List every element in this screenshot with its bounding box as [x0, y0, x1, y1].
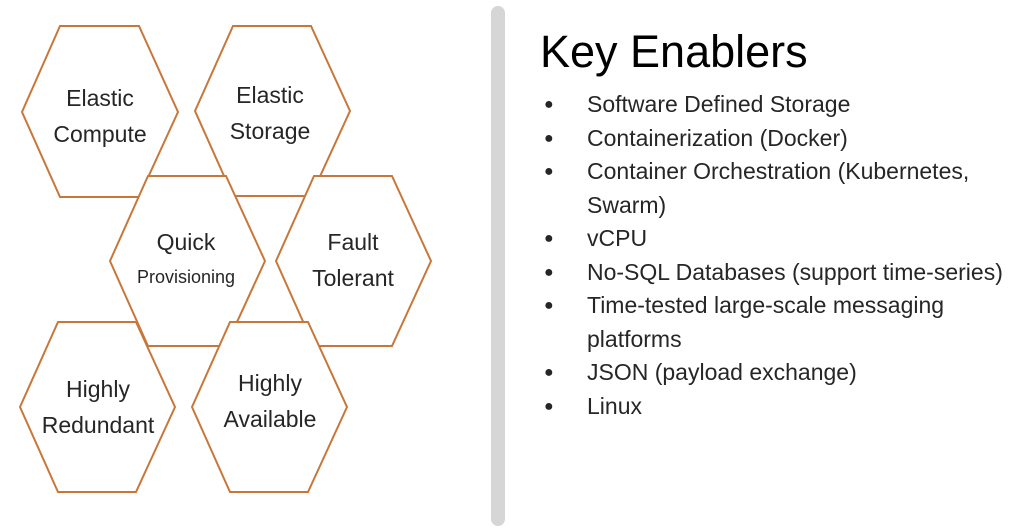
hexagon-label-line: Fault [327, 229, 379, 255]
hexagon-quick-provisioning: Quick Provisioning [108, 175, 267, 347]
list-item: ● No-SQL Databases (support time-series) [540, 256, 1010, 290]
hexagon-fault-tolerant: Fault Tolerant [274, 175, 433, 347]
hexagon-shape [108, 175, 267, 347]
hexagon-label-line: Highly [66, 376, 130, 402]
hexagon-highly-redundant: Highly Redundant [18, 321, 177, 493]
bullet-icon: ● [544, 364, 554, 381]
list-item: ● Linux [540, 390, 1010, 424]
bullet-icon: ● [544, 96, 554, 113]
hexagon-shape [193, 25, 352, 197]
hexagon-label-line: Storage [230, 118, 311, 144]
hexagon-highly-available: Highly Available [190, 321, 349, 493]
vertical-divider [491, 6, 505, 526]
bullet-icon: ● [544, 397, 554, 415]
hexagon-label-line: Highly [238, 370, 302, 396]
list-item: ● Time-tested large-scale messaging plat… [540, 289, 1010, 356]
hexagon-shape [190, 321, 349, 493]
list-item-text: Time-tested large-scale messaging platfo… [587, 292, 945, 352]
list-item: ● Software Defined Storage [540, 88, 1010, 122]
hexagon-label-line: Available [224, 406, 317, 432]
hexagon-label-line: Elastic [66, 85, 134, 111]
bullet-icon: ● [544, 263, 554, 281]
list-item-text: Containerization (Docker) [587, 124, 848, 151]
list-item-text: Linux [587, 392, 642, 419]
list-item: ● JSON (payload exchange) [540, 356, 1010, 390]
list-item: ● vCPU [540, 222, 1010, 256]
list-item-text: Container Orchestration (Kubernetes, Swa… [587, 158, 970, 218]
key-enablers-title: Key Enablers [540, 26, 808, 77]
bullet-icon: ● [544, 129, 554, 147]
hexagon-label-line: Quick [157, 229, 216, 255]
list-item-text: JSON (payload exchange) [587, 359, 857, 385]
bullet-icon: ● [544, 297, 554, 314]
hexagon-elastic-compute: Elastic Compute [20, 25, 180, 198]
hexagon-shape [20, 25, 180, 198]
list-item-text: Software Defined Storage [587, 91, 851, 117]
list-item: ● Containerization (Docker) [540, 122, 1010, 156]
hexagon-label-line: Elastic [236, 82, 304, 108]
list-item-text: No-SQL Databases (support time-series) [587, 258, 1003, 285]
hexagon-label-line: Provisioning [137, 267, 235, 287]
hexagon-shape [274, 175, 433, 347]
capability-hexagon-cluster: Elastic Compute Elastic Storage Quick Pr… [18, 25, 433, 493]
bullet-icon: ● [544, 230, 554, 247]
hexagon-label-line: Tolerant [312, 265, 394, 291]
hexagon-shape [18, 321, 177, 493]
list-item: ● Container Orchestration (Kubernetes, S… [540, 155, 1010, 222]
hexagon-label-line: Compute [53, 121, 146, 147]
key-enablers-list: ● Software Defined Storage ● Containeriz… [540, 88, 1010, 423]
bullet-icon: ● [544, 163, 554, 180]
hexagon-label-line: Redundant [42, 412, 155, 438]
list-item-text: vCPU [587, 225, 648, 251]
hexagon-elastic-storage: Elastic Storage [193, 25, 352, 197]
